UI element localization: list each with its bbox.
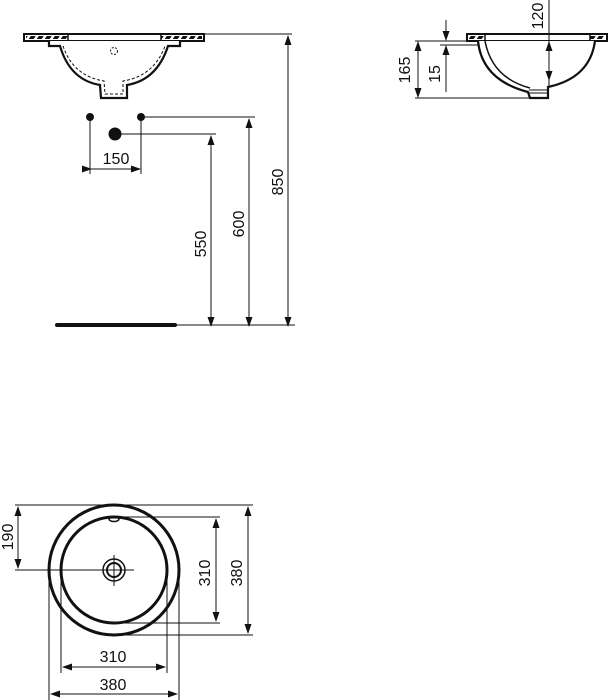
dim-bowl-depth: 120	[530, 3, 547, 30]
dim-waste-height: 550	[193, 231, 210, 258]
dim-rim-thickness: 15	[427, 65, 444, 83]
dim-tap-spacing: 150	[103, 151, 130, 168]
dim-rim-height: 850	[270, 169, 287, 196]
dim-inner-diameter-horizontal: 310	[100, 649, 127, 666]
front-view	[23, 33, 295, 327]
plan-view	[14, 503, 253, 700]
dim-outer-diameter-horizontal: 380	[100, 677, 127, 694]
overflow-icon	[110, 47, 118, 55]
side-view	[414, 0, 608, 100]
dim-total-depth: 165	[397, 57, 414, 84]
dim-supply-height: 600	[231, 211, 248, 238]
dim-outer-diameter-vertical: 380	[229, 560, 246, 587]
dim-inner-diameter-vertical: 310	[197, 560, 214, 587]
dim-center-to-edge: 190	[0, 524, 17, 551]
